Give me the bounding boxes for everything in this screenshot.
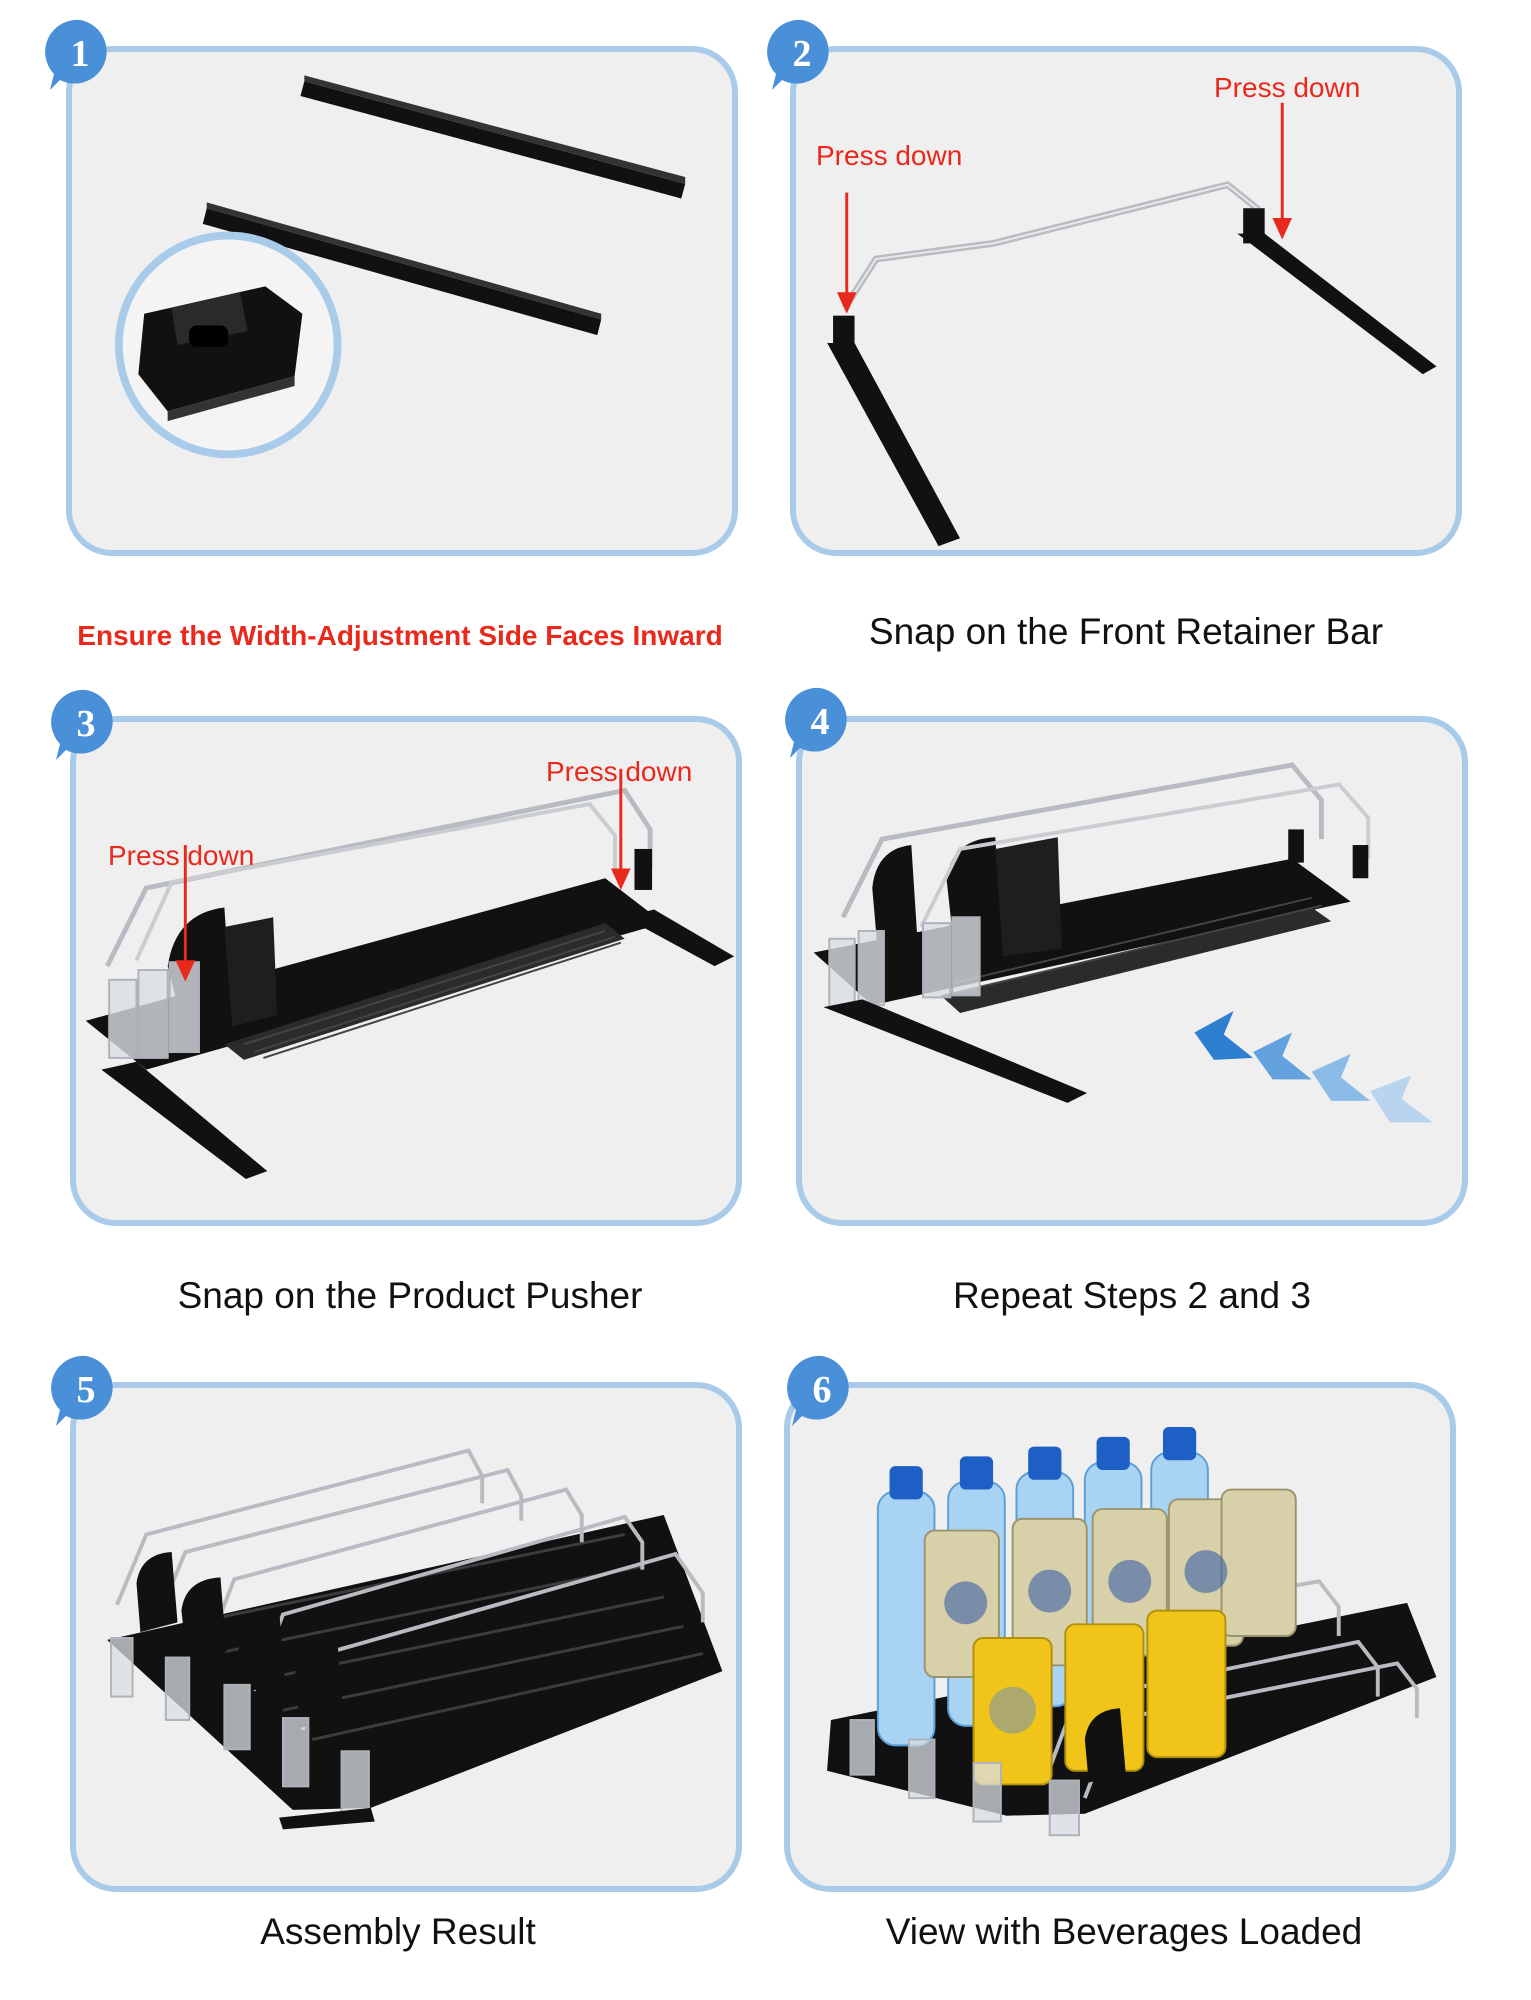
step-3-badge: 3: [48, 686, 124, 762]
beverage-cans: [923, 1488, 1297, 1786]
step-number: 2: [793, 33, 812, 75]
step-5-badge: 5: [48, 1352, 124, 1428]
step-6-badge: 6: [784, 1352, 860, 1428]
step-1-panel: [66, 46, 738, 556]
step-number: 5: [77, 1369, 96, 1411]
assembled-rack-illustration: [107, 1448, 723, 1830]
step-2-badge: 2: [764, 16, 840, 92]
speech-bubble-number-icon: 4: [785, 687, 847, 758]
step-5-caption: Assembly Result: [260, 1911, 536, 1952]
step-1-badge: 1: [42, 16, 118, 92]
rail-profile-closeup: [138, 286, 303, 422]
speech-bubble-number-icon: 2: [767, 19, 829, 91]
step-number: 1: [71, 33, 90, 75]
speech-bubble-number-icon: 6: [787, 1355, 849, 1426]
press-down-label-right: Press down: [1214, 72, 1361, 103]
step-4-panel: [796, 716, 1468, 1226]
press-down-label-right: Press down: [546, 756, 693, 787]
step-number: 4: [811, 701, 830, 743]
step-6-panel: [784, 1382, 1456, 1892]
pusher-illustration: [85, 768, 735, 1179]
step-number: 3: [77, 703, 96, 745]
press-down-label-left: Press down: [816, 140, 963, 171]
step-3-panel: [70, 716, 742, 1226]
step-5-panel: [70, 1382, 742, 1892]
step-1-caption: Ensure the Width-Adjustment Side Faces I…: [77, 620, 723, 651]
press-down-label-left: Press down: [108, 840, 255, 871]
step-number: 6: [813, 1369, 832, 1411]
speech-bubble-number-icon: 3: [51, 689, 113, 760]
step-4-caption: Repeat Steps 2 and 3: [953, 1275, 1311, 1316]
rail-pair-illustration: [114, 75, 686, 459]
step-2-panel: [790, 46, 1462, 556]
step-2-caption: Snap on the Front Retainer Bar: [868, 611, 1384, 652]
speech-bubble-number-icon: 5: [51, 1355, 113, 1426]
step-6-caption: View with Beverages Loaded: [885, 1911, 1363, 1952]
loaded-rack-illustration: [827, 1427, 1437, 1837]
blue-chevron-arrows-icon: [1194, 1011, 1433, 1123]
repeat-illustration: [813, 762, 1433, 1123]
speech-bubble-number-icon: 1: [45, 19, 107, 91]
step-4-badge: 4: [782, 684, 858, 760]
retainer-bar-illustration: [827, 102, 1437, 547]
step-3-caption: Snap on the Product Pusher: [177, 1275, 643, 1316]
